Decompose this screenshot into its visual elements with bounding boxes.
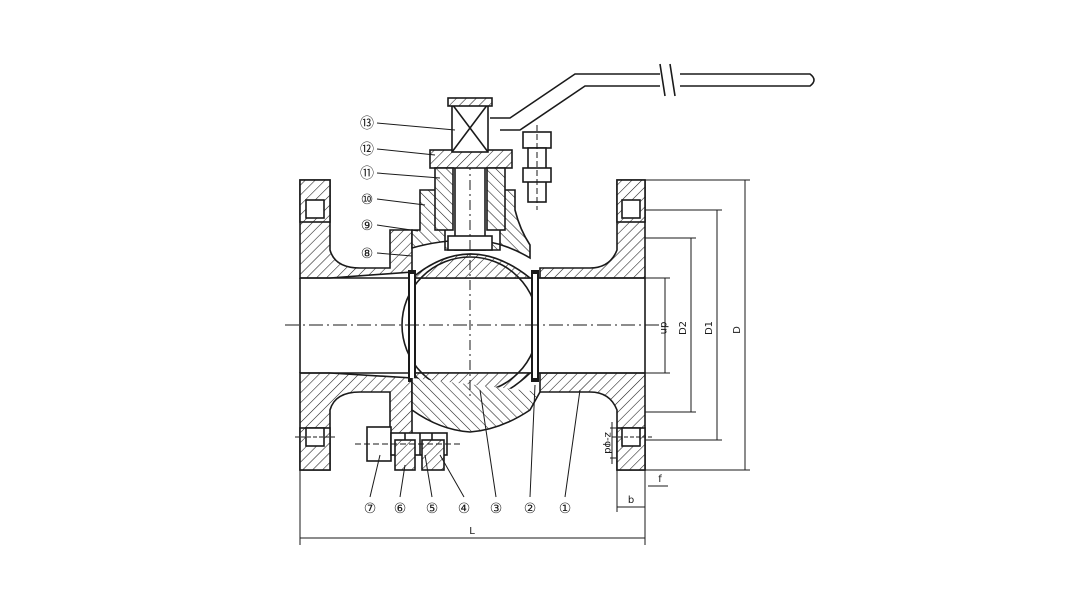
callout-13: ⑬ xyxy=(360,116,374,132)
callout-4: ④ xyxy=(458,501,471,517)
dim-f: f xyxy=(658,474,662,485)
valve-body xyxy=(285,63,815,471)
callout-9: ⑨ xyxy=(361,218,374,234)
dimension-lines xyxy=(299,179,750,545)
callout-8: ⑧ xyxy=(361,246,374,262)
dim-bolt: z-φd xyxy=(602,432,613,454)
callout-numbers-bottom: ⑦ ⑥ ⑤ ④ ③ ② ① xyxy=(364,501,572,517)
callouts-bottom xyxy=(369,384,581,498)
dim-D: D xyxy=(732,326,743,334)
dim-b: b xyxy=(628,495,634,506)
handle xyxy=(490,73,660,119)
callout-2: ② xyxy=(524,501,537,517)
packing-left xyxy=(434,167,454,231)
callout-6: ⑥ xyxy=(394,501,407,517)
callout-numbers-left: ⑬ ⑫ ⑪ ⑩ ⑨ ⑧ xyxy=(360,116,374,262)
callout-11: ⑪ xyxy=(360,166,374,182)
callout-1: ① xyxy=(559,501,572,517)
callout-10: ⑩ xyxy=(361,192,374,208)
packing-right xyxy=(486,167,506,231)
ball-upper xyxy=(409,253,533,279)
dim-D2: D2 xyxy=(678,321,689,335)
dimension-labels: D D1 D2 dn z-φd f b L xyxy=(469,321,743,537)
callouts-left xyxy=(376,122,456,257)
callout-5: ⑤ xyxy=(426,501,439,517)
dim-L: L xyxy=(469,526,475,537)
dim-dn: dn xyxy=(658,322,669,335)
callout-12: ⑫ xyxy=(360,142,374,158)
callout-7: ⑦ xyxy=(364,501,377,517)
callout-3: ③ xyxy=(490,501,503,517)
body-bottom xyxy=(411,378,541,433)
seat-right-inner xyxy=(533,274,537,378)
seat-left-inner xyxy=(410,274,414,378)
dim-D1: D1 xyxy=(704,321,715,335)
